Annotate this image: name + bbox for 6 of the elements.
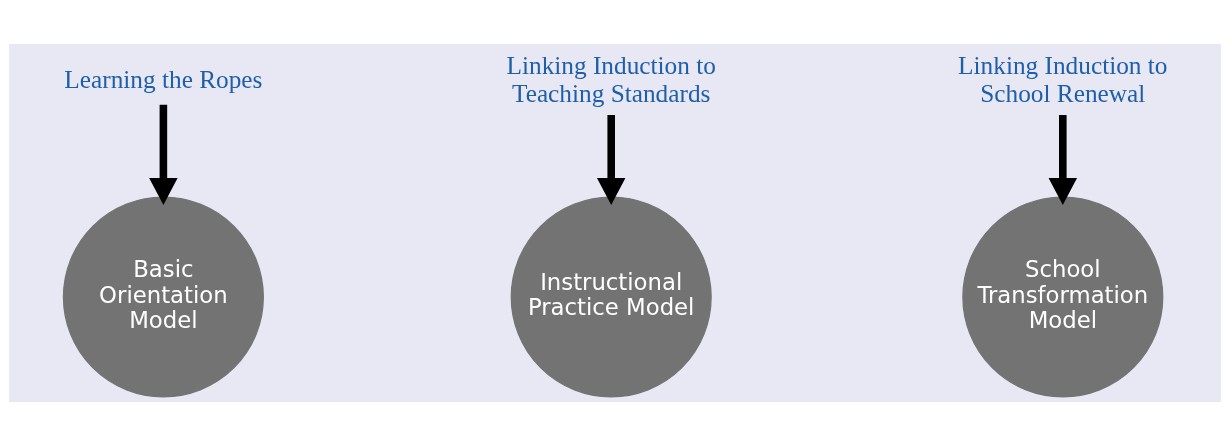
node-text: Linking Induction to Teaching Standards [506,50,716,107]
node-text: Linking Induction to School Renewal [958,50,1168,107]
node-circle: School Transformation Model [962,195,1164,398]
node-circle: Instructional Practice Model [510,195,712,398]
node-circle: Basic Orientation Model [62,195,264,398]
node-text: Learning the Ropes [64,64,263,93]
